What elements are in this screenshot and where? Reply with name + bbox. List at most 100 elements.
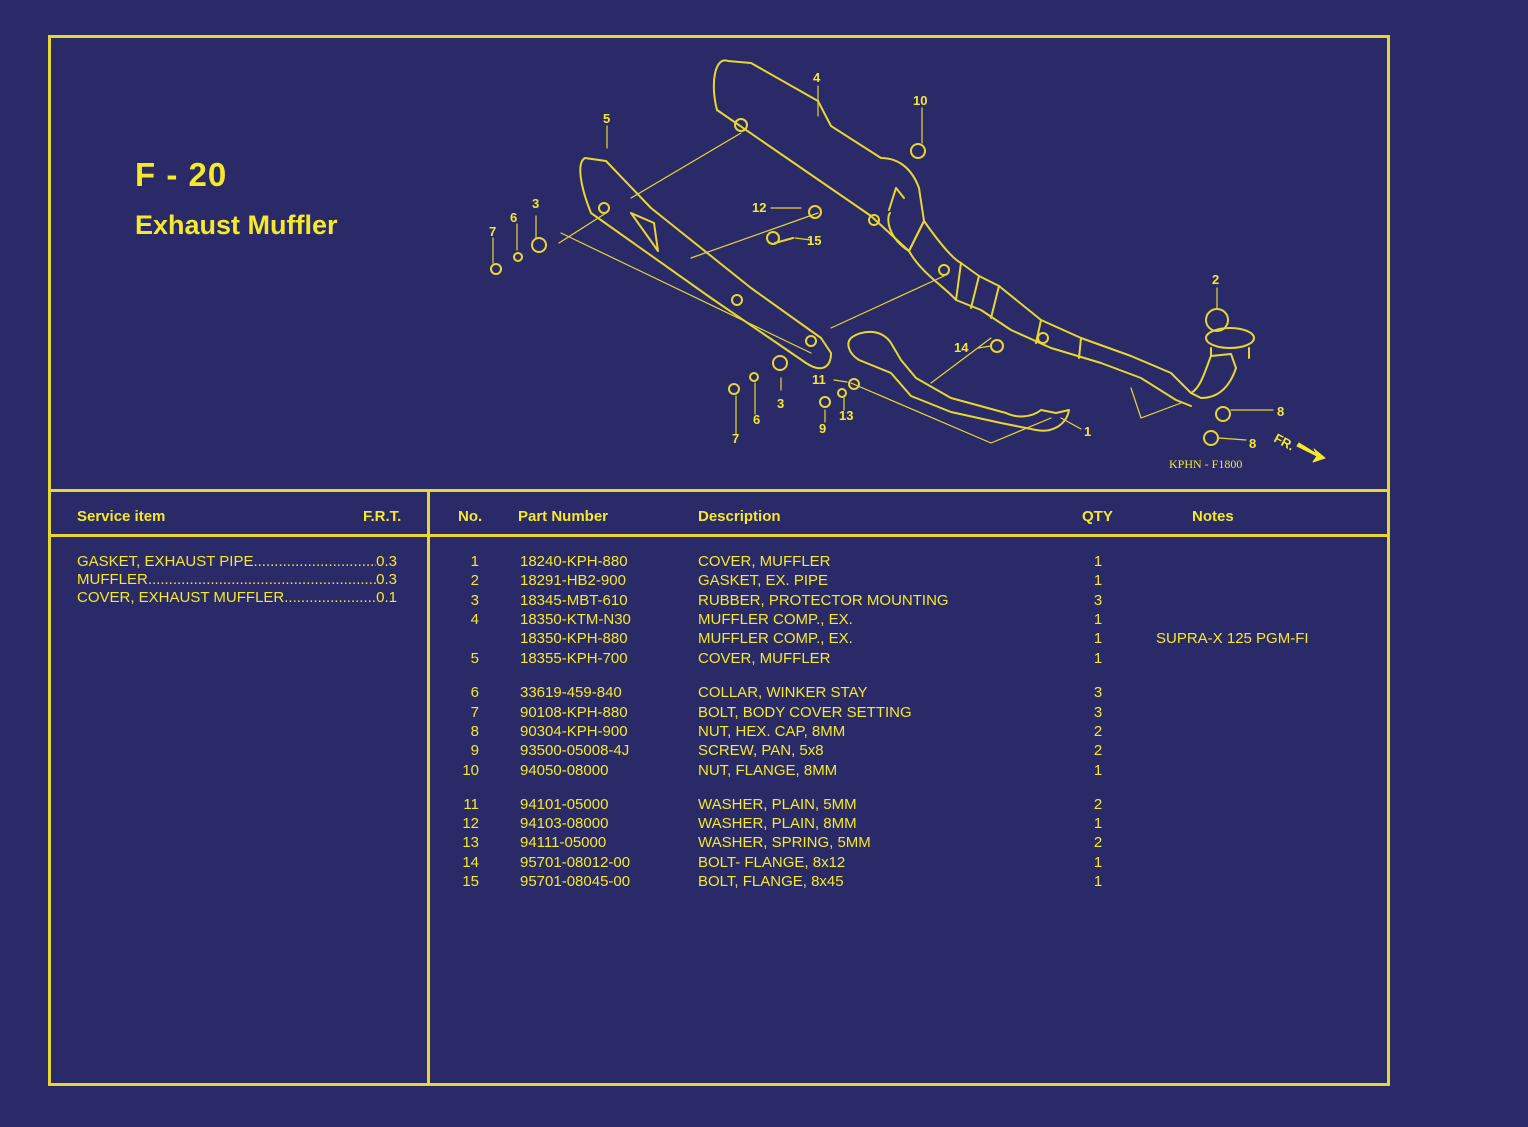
fasteners <box>490 118 1231 446</box>
part-qty: 1 <box>1093 762 1103 779</box>
part-no: 4 <box>470 611 479 628</box>
part-no: 15 <box>462 873 479 890</box>
service-item-name: MUFFLER <box>77 571 148 588</box>
leader-dots: ........................................… <box>147 571 376 588</box>
part-qty: 2 <box>1093 742 1103 759</box>
part-no: 8 <box>470 723 479 740</box>
part-qty: 1 <box>1093 630 1103 647</box>
no-header: No. <box>458 508 483 525</box>
table-column-divider <box>427 491 430 1083</box>
section-title: Exhaust Muffler <box>135 210 338 240</box>
notes-header: Notes <box>1192 508 1234 525</box>
callout-8-upper: 8 <box>1277 404 1284 419</box>
part-number: 94103-08000 <box>520 815 609 832</box>
part-description: RUBBER, PROTECTOR MOUNTING <box>698 592 949 609</box>
part-number-header: Part Number <box>518 508 609 525</box>
part-description: COVER, MUFFLER <box>698 553 831 570</box>
callout-15: 15 <box>807 233 821 248</box>
part-row: 11 94101-05000 WASHER, PLAIN, 5MM 2 <box>51 796 1387 816</box>
part-qty: 1 <box>1093 815 1103 832</box>
qty-header: QTY <box>1082 508 1113 525</box>
service-item-name: COVER, EXHAUST MUFFLER <box>77 589 285 606</box>
callout-11: 11 <box>812 372 826 387</box>
part-description: NUT, HEX. CAP, 8MM <box>698 723 846 740</box>
part-no: 13 <box>462 834 479 851</box>
figure-code: KPHN - F1800 <box>1169 457 1242 471</box>
callout-12: 12 <box>752 200 766 215</box>
callout-numbers: 4 10 5 12 15 3 6 7 2 14 11 13 9 1 8 8 3 … <box>489 70 1284 451</box>
callout-7-upper: 7 <box>489 224 496 239</box>
service-item-header: Service item <box>77 508 166 525</box>
part-number: 95701-08045-00 <box>520 873 631 890</box>
part-no: 5 <box>470 650 479 667</box>
part-no: 14 <box>462 854 479 871</box>
service-item-name: GASKET, EXHAUST PIPE <box>77 553 254 570</box>
part-description: COVER, MUFFLER <box>698 650 831 667</box>
part-description: SCREW, PAN, 5x8 <box>698 742 824 759</box>
callout-5: 5 <box>603 111 610 126</box>
part-number: 90108-KPH-880 <box>520 704 628 721</box>
exhaust-muffler-diagram: 4 10 5 12 15 3 6 7 2 14 11 13 9 1 8 8 3 … <box>489 59 1326 471</box>
service-item-frt: 0.1 <box>376 589 397 606</box>
frt-header: F.R.T. <box>363 508 402 525</box>
callout-13: 13 <box>839 408 853 423</box>
part-number: 18355-KPH-700 <box>520 650 628 667</box>
part-number: 94111-05000 <box>520 834 607 851</box>
callout-14: 14 <box>954 340 969 355</box>
callout-3-upper: 3 <box>532 196 539 211</box>
part-qty: 1 <box>1093 611 1103 628</box>
part-description: WASHER, PLAIN, 5MM <box>698 796 857 813</box>
part-qty: 3 <box>1093 592 1103 609</box>
part-qty: 2 <box>1093 723 1103 740</box>
part-number: 94101-05000 <box>520 796 609 813</box>
part-qty: 1 <box>1093 854 1103 871</box>
section-code: F - 20 <box>135 156 228 193</box>
parts-sheet-frame: F - 20 Exhaust Muffler <box>48 35 1390 1086</box>
part-no: 2 <box>470 572 479 589</box>
description-header: Description <box>698 508 781 525</box>
muffler-body <box>712 59 925 252</box>
part-qty: 2 <box>1093 796 1103 813</box>
part-no: 1 <box>470 553 479 570</box>
service-item-row: COVER, EXHAUST MUFFLER .................… <box>77 589 397 606</box>
part-qty: 2 <box>1093 834 1103 851</box>
part-number: 90304-KPH-900 <box>520 723 628 740</box>
callout-6-upper: 6 <box>510 210 517 225</box>
part-description: WASHER, PLAIN, 8MM <box>698 815 857 832</box>
part-no: 6 <box>470 684 479 701</box>
part-description: COLLAR, WINKER STAY <box>698 684 868 701</box>
callout-7-lower: 7 <box>732 431 739 446</box>
part-no: 7 <box>470 704 479 721</box>
part-number: 33619-459-840 <box>520 684 622 701</box>
part-notes: SUPRA-X 125 PGM-FI <box>1156 630 1309 647</box>
part-qty: 3 <box>1093 704 1103 721</box>
service-item-row: GASKET, EXHAUST PIPE ...................… <box>77 553 397 570</box>
part-row: 5 18355-KPH-700 COVER, MUFFLER 1 <box>51 650 1387 670</box>
front-direction-arrow: FR. <box>1272 430 1326 463</box>
part-number: 18291-HB2-900 <box>520 572 626 589</box>
part-description: GASKET, EX. PIPE <box>698 572 829 589</box>
part-no: 10 <box>462 762 479 779</box>
table-header-divider <box>51 534 1387 537</box>
part-description: MUFFLER COMP., EX. <box>698 630 853 647</box>
part-description: NUT, FLANGE, 8MM <box>698 762 838 779</box>
part-number: 18240-KPH-880 <box>520 553 628 570</box>
part-qty: 1 <box>1093 650 1103 667</box>
front-label: FR. <box>1272 430 1298 453</box>
part-no: 3 <box>470 592 479 609</box>
service-item-frt: 0.3 <box>376 571 397 588</box>
part-no: 11 <box>463 796 479 813</box>
service-item-frt: 0.3 <box>376 553 397 570</box>
callout-8-lower: 8 <box>1249 436 1256 451</box>
callout-1: 1 <box>1084 424 1091 439</box>
